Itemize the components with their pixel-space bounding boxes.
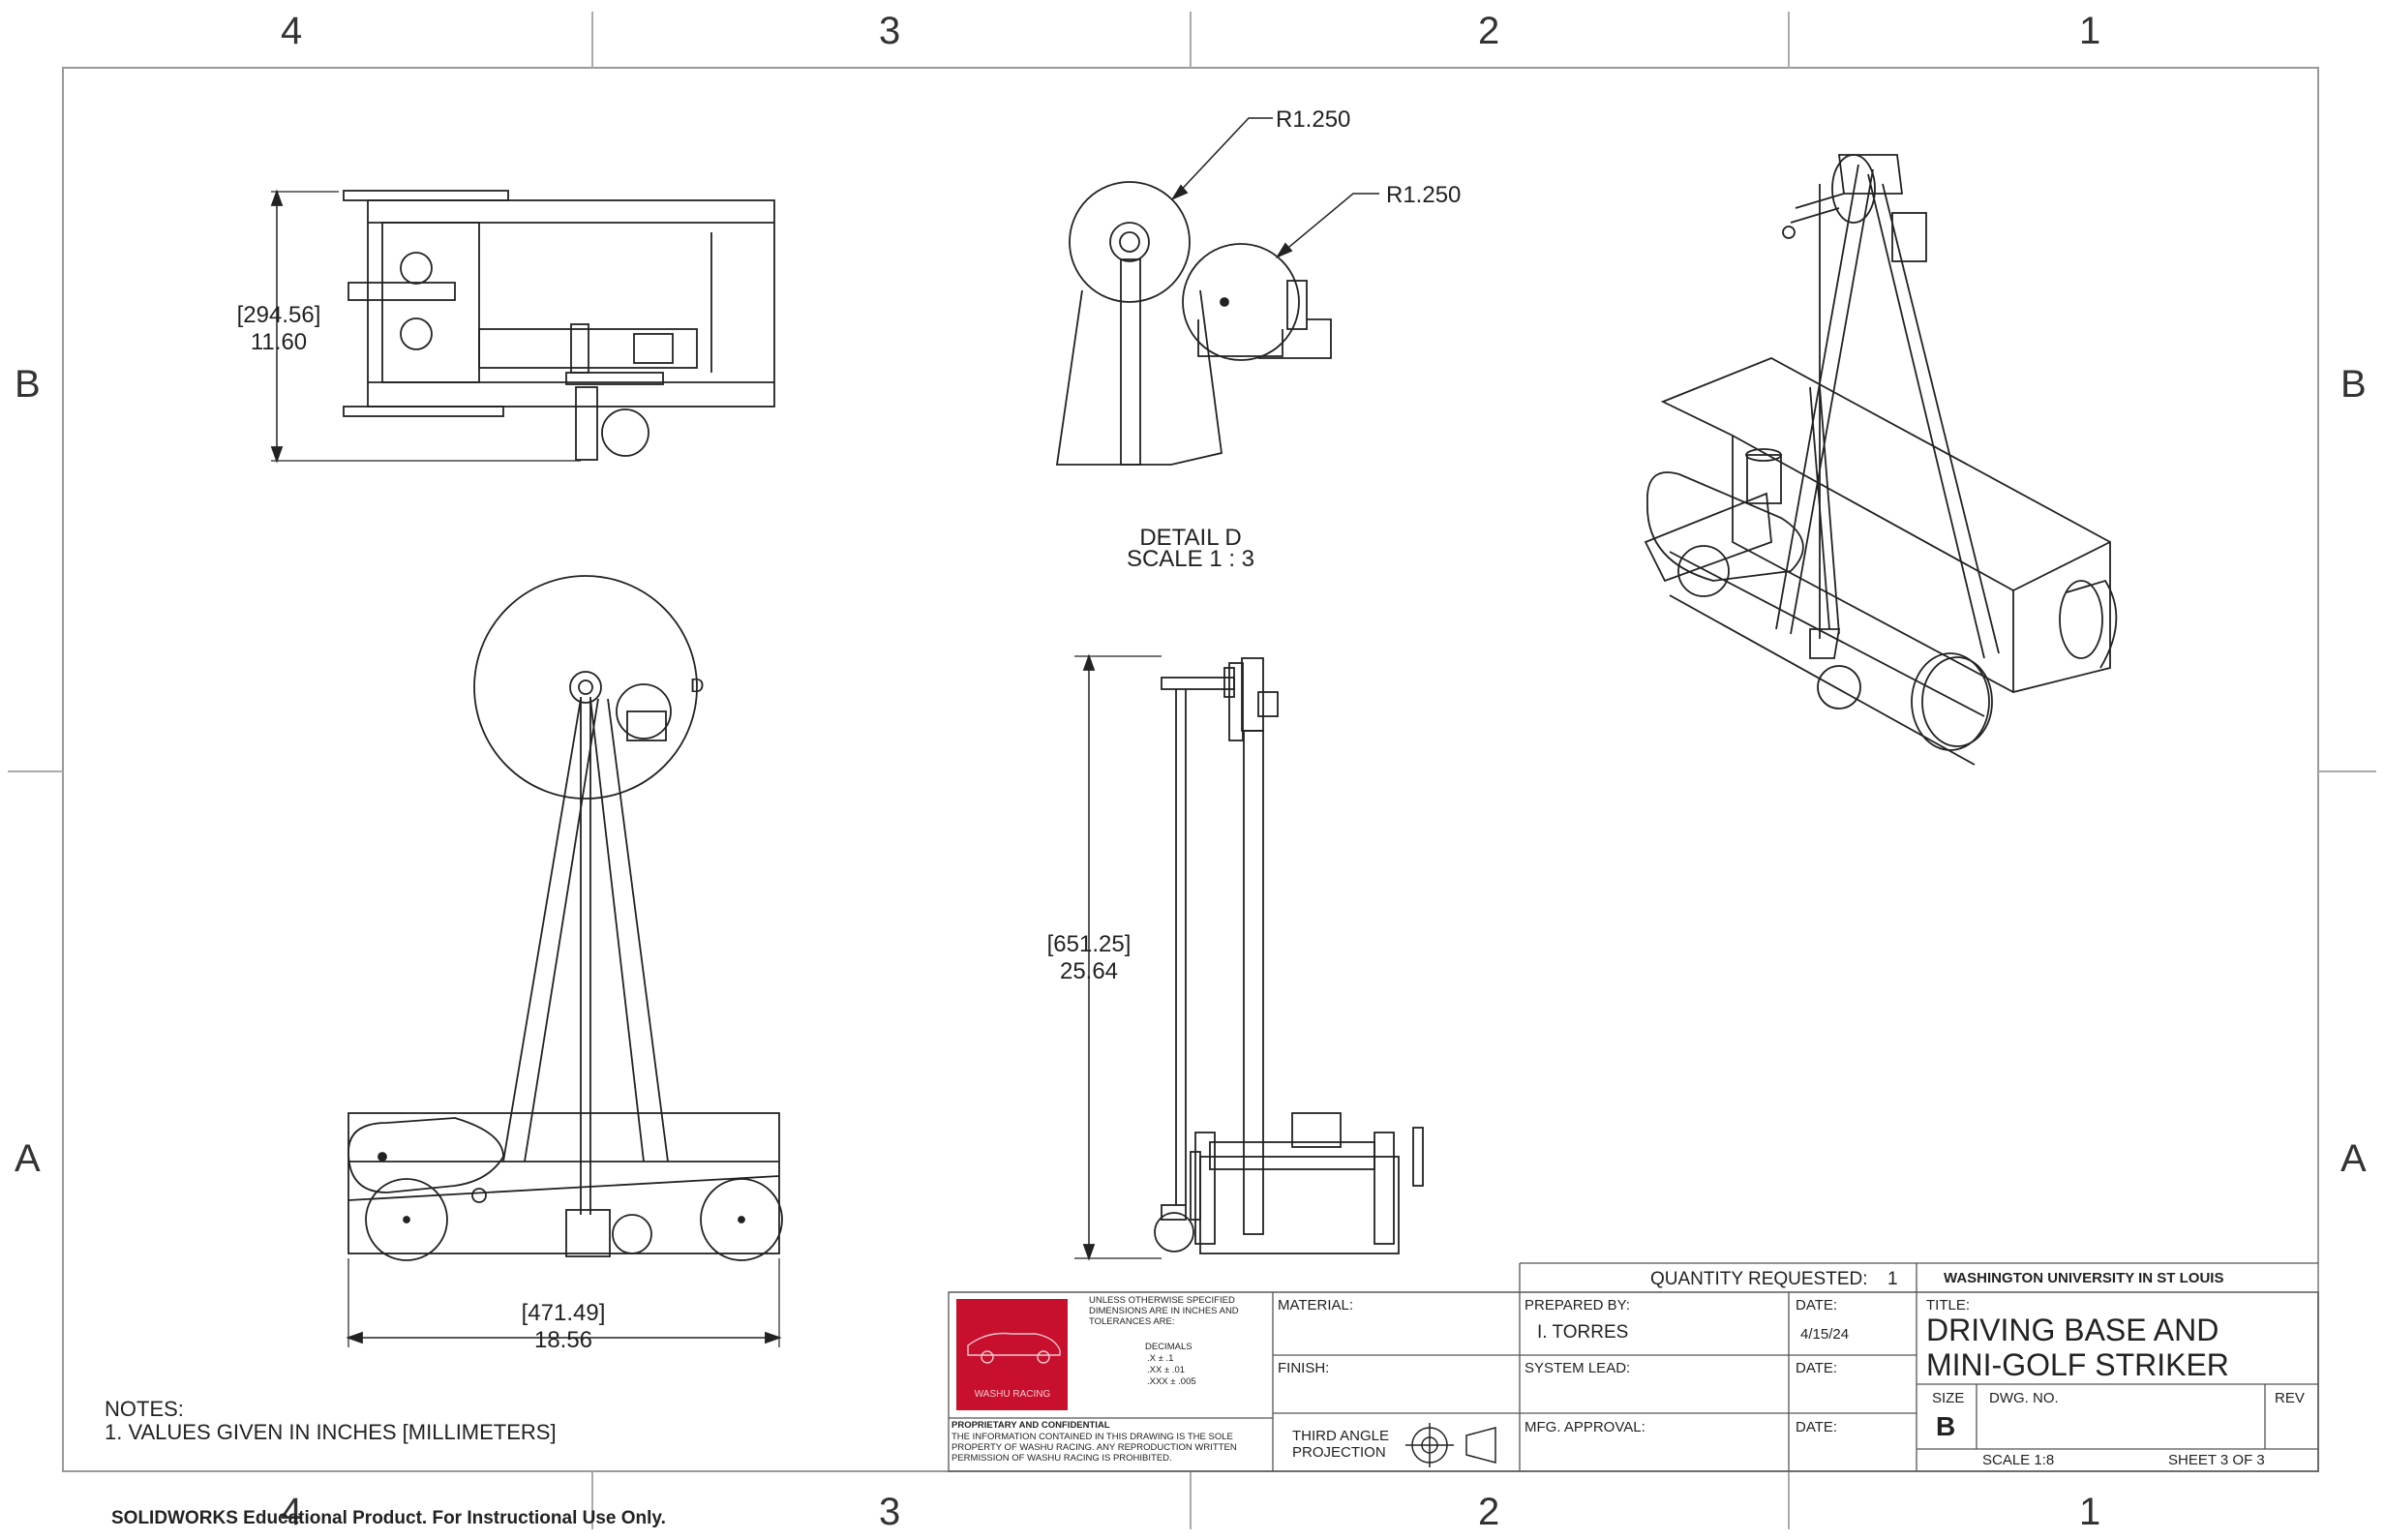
washu-racing-logo xyxy=(956,1299,1068,1410)
rev-label: REV xyxy=(2275,1390,2305,1406)
zone-column-4-top: 4 xyxy=(281,10,303,52)
tolerance-xx: .XX ± .01 xyxy=(1147,1365,1186,1375)
mfg-date-label: DATE: xyxy=(1796,1419,1838,1435)
front-view xyxy=(346,575,783,1347)
finish-label: FINISH: xyxy=(1278,1360,1330,1376)
zone-column-2-bottom: 2 xyxy=(1478,1491,1500,1533)
zone-column-3-top: 3 xyxy=(879,10,901,52)
notes-heading: NOTES: xyxy=(105,1397,184,1421)
prepared-date-label: DATE: xyxy=(1796,1297,1838,1314)
logo-text: WASHU RACING xyxy=(974,1389,1051,1400)
material-label: MATERIAL: xyxy=(1278,1297,1354,1314)
proprietary-text: THE INFORMATION CONTAINED IN THIS DRAWIN… xyxy=(951,1432,1237,1464)
front-width-dimension-inch: 18.56 xyxy=(533,1327,593,1353)
zone-column-2-top: 2 xyxy=(1478,10,1500,52)
side-height-dimension-mm: [651.25] xyxy=(1046,931,1132,957)
detail-d-view xyxy=(1055,117,1379,466)
quantity-value: 1 xyxy=(1887,1269,1898,1289)
title-block-frame xyxy=(948,1262,2319,1472)
detail-marker: D xyxy=(690,676,705,697)
zone-row-a-right: A xyxy=(2340,1137,2367,1180)
solidworks-watermark: SOLIDWORKS Educational Product. For Inst… xyxy=(111,1508,666,1528)
dwg-number-label: DWG. NO. xyxy=(1989,1390,2059,1406)
zone-row-a-left: A xyxy=(15,1137,41,1180)
tolerances-text: UNLESS OTHERWISE SPECIFIED DIMENSIONS AR… xyxy=(1089,1295,1239,1327)
proprietary-title: PROPRIETARY AND CONFIDENTIAL xyxy=(951,1420,1110,1431)
third-angle-projection-symbol xyxy=(1405,1423,1496,1467)
top-view-dimension-mm: [294.56] xyxy=(236,302,321,328)
notes-line-1: 1. VALUES GIVEN IN INCHES [MILLIMETERS] xyxy=(105,1420,557,1444)
zone-column-1-bottom: 1 xyxy=(2079,1491,2101,1533)
isometric-view xyxy=(1644,154,2118,766)
top-view-dimension-inch: 11.60 xyxy=(250,329,308,355)
zone-column-4-bottom: 4 xyxy=(281,1491,303,1533)
system-lead-date-label: DATE: xyxy=(1796,1360,1838,1376)
side-view xyxy=(1074,653,1424,1261)
radius-callout-upper: R1.250 xyxy=(1276,106,1351,133)
scale-text: SCALE 1:8 xyxy=(1982,1452,2055,1468)
size-label: SIZE xyxy=(1932,1390,1965,1406)
prepared-by-label: PREPARED BY: xyxy=(1525,1297,1630,1314)
tolerance-xxx: .XXX ± .005 xyxy=(1147,1376,1196,1387)
projection-line-2: PROJECTION xyxy=(1292,1444,1386,1461)
top-view xyxy=(270,189,775,464)
front-width-dimension-mm: [471.49] xyxy=(521,1300,606,1326)
quantity-label: QUANTITY REQUESTED: xyxy=(1650,1269,1868,1289)
size-value: B xyxy=(1936,1411,1956,1441)
detail-scale: SCALE 1 : 3 xyxy=(1126,546,1255,572)
drawing-title-line-1: DRIVING BASE AND xyxy=(1926,1313,2219,1347)
title-label: TITLE: xyxy=(1926,1297,1971,1314)
mfg-approval-label: MFG. APPROVAL: xyxy=(1525,1419,1645,1435)
drawing-title-line-2: MINI-GOLF STRIKER xyxy=(1926,1347,2229,1382)
zone-column-1-top: 1 xyxy=(2079,10,2101,52)
tolerance-x: .X ± .1 xyxy=(1147,1353,1174,1364)
zone-row-b-left: B xyxy=(15,363,41,406)
university-name: WASHINGTON UNIVERSITY IN ST LOUIS xyxy=(1944,1270,2224,1286)
system-lead-label: SYSTEM LEAD: xyxy=(1525,1360,1631,1376)
radius-callout-lower: R1.250 xyxy=(1386,182,1462,208)
sheet-text: SHEET 3 OF 3 xyxy=(2168,1452,2265,1468)
side-height-dimension-inch: 25.64 xyxy=(1059,958,1119,984)
prepared-date-value: 4/15/24 xyxy=(1800,1326,1850,1343)
zone-row-b-right: B xyxy=(2340,363,2367,406)
decimals-label: DECIMALS xyxy=(1145,1342,1192,1352)
zone-column-3-bottom: 3 xyxy=(879,1491,901,1533)
detail-title: DETAIL D xyxy=(1139,525,1242,551)
projection-line-1: THIRD ANGLE xyxy=(1292,1428,1390,1444)
prepared-by-value: I. TORRES xyxy=(1537,1322,1629,1343)
